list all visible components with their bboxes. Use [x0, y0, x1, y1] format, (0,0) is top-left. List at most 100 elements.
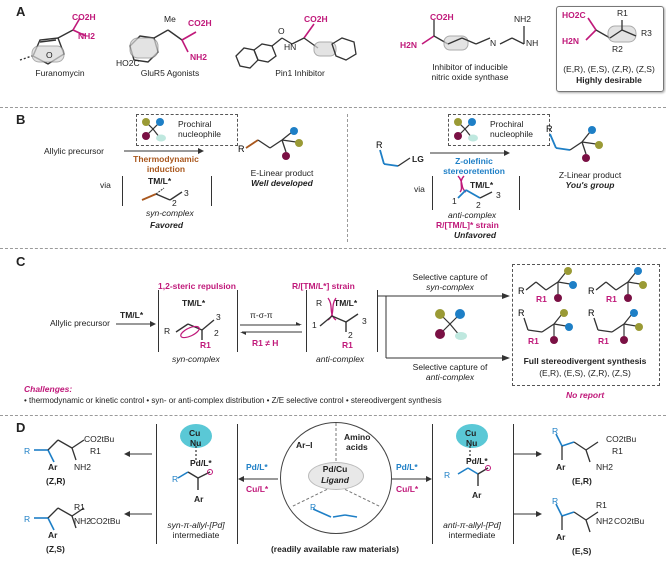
section-label-c: C: [16, 254, 26, 269]
svg-text:R: R: [238, 144, 245, 154]
furanomycin-structure: [19, 17, 87, 65]
b-zolef-line1: Z-olefinic: [455, 156, 493, 166]
separator-b-vertical: [347, 114, 348, 242]
d-right-catalyst-arrow: [392, 476, 432, 482]
c-sel-syn-line1: Selective capture of: [412, 272, 488, 282]
d-er-co2tbu: CO2tBu: [606, 434, 637, 444]
c-prod-r1-tl: R1: [536, 294, 547, 304]
c-syn-tml: TM/L*: [182, 298, 206, 308]
c-sel-syn-line2: syn-complex: [426, 282, 474, 292]
b-thermo-line1: Thermodynamic: [133, 154, 199, 164]
c-syn-r: R: [164, 326, 171, 336]
d-anti-pd: Pd/L*: [466, 456, 488, 466]
svg-text:R: R: [588, 286, 595, 296]
nos-co2h: CO2H: [430, 12, 454, 22]
d-amino-line1: Amino: [344, 432, 371, 442]
d-ligand: Ligand: [321, 475, 349, 485]
section-label-d: D: [16, 420, 26, 435]
d-left-pd: Pd/L*: [246, 462, 268, 472]
desirable-structure: [585, 17, 637, 43]
c-anti-bracket: [306, 290, 378, 352]
highly-desirable-box: [556, 6, 664, 92]
d-syn-ar: Ar: [194, 494, 204, 504]
glur5-structure: [129, 29, 197, 63]
b-right-nucleophile-box: [448, 114, 550, 146]
glur5-label: GluR5 Agonists: [140, 68, 200, 78]
c-strain-label: R/[TM/L*] strain: [292, 281, 355, 291]
d-right-cu: Cu/L*: [396, 484, 419, 494]
b-thermo-line2: induction: [146, 164, 186, 174]
d-syn-cu-blob: [180, 424, 212, 448]
desirable-isomers: (E,R), (E,S), (Z,R), (Z,S): [563, 64, 655, 74]
b-left-nucleophile: nucleophile: [178, 129, 222, 139]
b-left-tml: TM/L*: [148, 176, 172, 186]
d-anti-nu: Nu: [466, 438, 478, 448]
d-amino-line2: acids: [346, 442, 368, 452]
c-isomers: (E,R), (E,S), (Z,R), (Z,S): [539, 368, 631, 378]
section-label-a: A: [16, 4, 26, 19]
d-er-product: [555, 433, 599, 463]
d-raw-materials: (readily available raw materials): [270, 544, 400, 554]
c-syn-complex: syn-complex: [172, 354, 220, 364]
c-anti-tml: TM/L*: [334, 298, 358, 308]
b-e-linear-product: R: [238, 127, 303, 160]
svg-text:R: R: [518, 286, 525, 296]
b-left-nucleophile-icon: [142, 118, 166, 142]
d-zs-r: R: [24, 514, 31, 524]
c-capture-arrows: [378, 293, 510, 361]
b-right-via: via: [414, 184, 425, 194]
nos-inhibitor-structure: [421, 20, 525, 51]
b-yous-group: You's group: [565, 180, 615, 190]
d-circle-dividers: [290, 423, 382, 518]
c-equilibrium-arrows: [240, 322, 302, 335]
d-anti-r: R: [444, 470, 451, 480]
b-left-via: via: [100, 180, 111, 190]
b-right-num1: 1: [452, 196, 457, 206]
d-zs-label: (Z,S): [46, 544, 65, 554]
c-anti-complex: anti-complex: [316, 354, 365, 364]
d-anti-allyl: [457, 446, 491, 486]
c-syn-allyl: [175, 319, 215, 340]
d-zr-co2tbu: CO2tBu: [84, 434, 115, 444]
d-zs-r1: R1: [74, 502, 85, 512]
b-allylic-precursor: Allylic precursor: [44, 146, 104, 156]
d-center-r: R: [310, 502, 317, 512]
c-no-report: No report: [566, 390, 605, 400]
svg-text:R: R: [546, 124, 553, 134]
b-right-num3: 3: [496, 190, 501, 200]
d-raw-materials-circle: [280, 422, 392, 534]
d-zs-product: [34, 507, 85, 531]
c-arrow-tml: TM/L*: [120, 310, 144, 320]
d-left-cu: Cu/L*: [246, 484, 269, 494]
b-left-prochiral: Prochiral: [178, 119, 212, 129]
b-e-linear-label: E-Linear product: [250, 168, 314, 178]
d-anti-cu: Cu: [465, 428, 477, 438]
svg-text:R: R: [588, 308, 595, 318]
b-well-developed: Well developed: [251, 178, 313, 188]
b-left-complex-bracket: [122, 176, 212, 206]
b-z-linear-product: R: [546, 124, 603, 162]
d-anti-cu-blob: [456, 424, 488, 448]
c-pi-sigma-pi: π-σ-π: [250, 310, 273, 320]
c-prod-r1-bl: R1: [528, 336, 539, 346]
c-steric-label: 1,2-steric repulsion: [158, 281, 236, 291]
b-left-num2: 2: [172, 198, 177, 208]
d-syn-allyl: [177, 446, 213, 490]
glur5-co2h: CO2H: [188, 18, 212, 28]
separator-bc: [0, 248, 666, 249]
glur5-me: Me: [164, 14, 176, 24]
c-allylic-precursor: Allylic precursor: [50, 318, 110, 328]
glur5-ho2c: HO2C: [116, 58, 140, 68]
nos-h2n: H2N: [400, 40, 418, 50]
b-right-nucleophile: nucleophile: [490, 129, 534, 139]
c-anti-num3: 3: [362, 316, 367, 326]
furanomycin-label: Furanomycin: [35, 68, 85, 78]
nos-n: N: [490, 38, 497, 48]
d-syn-int-line2: intermediate: [172, 530, 220, 540]
c-syn-num3: 3: [216, 312, 221, 322]
desirable-ho2c: HO2C: [562, 10, 586, 20]
d-pdcu: Pd/Cu: [322, 464, 348, 474]
b-anti-complex: anti-complex: [448, 210, 497, 220]
b-z-allyl-lg: R: [376, 140, 411, 167]
d-zs-ar: Ar: [48, 530, 58, 540]
